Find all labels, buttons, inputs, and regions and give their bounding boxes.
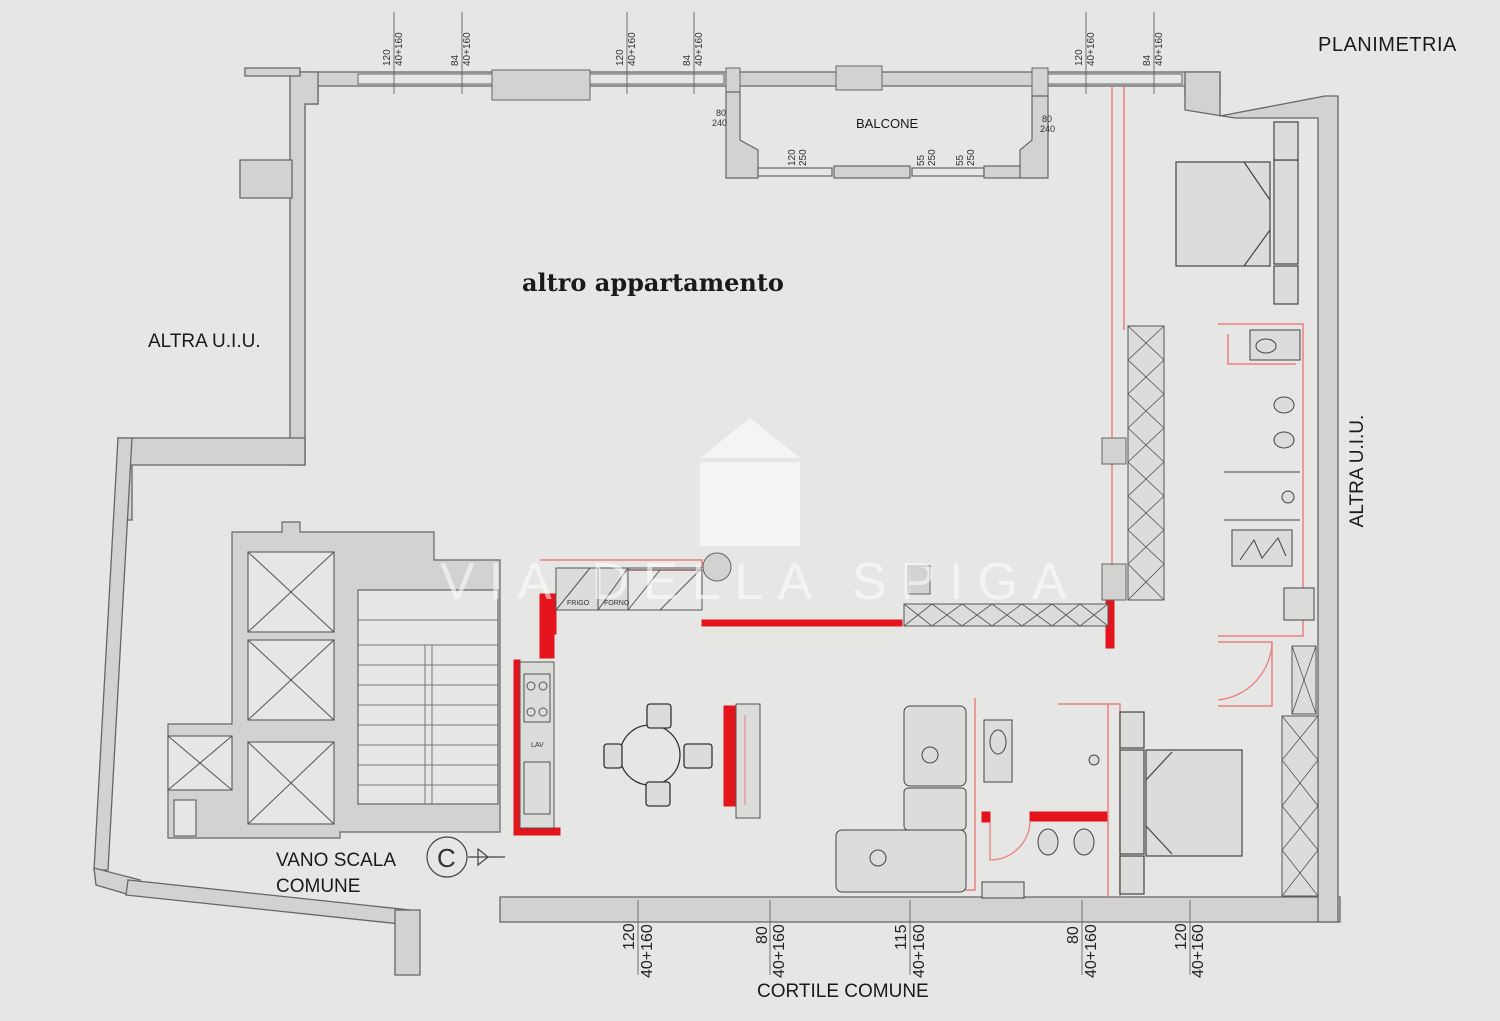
other-unit-left-label: ALTRA U.I.U. <box>148 331 261 352</box>
other-unit-right-label: ALTRA U.I.U. <box>1347 414 1368 528</box>
balcony <box>725 91 1049 179</box>
dim-top-6a: 84 <box>1142 54 1153 66</box>
bed-top <box>1175 121 1299 305</box>
dim-bal-3a: 55 <box>955 154 966 166</box>
dim-bal-right-a: 80 <box>1042 114 1053 124</box>
kitchen <box>519 567 702 829</box>
dim-bal-left-a: 80 <box>716 108 727 118</box>
bathroom-top <box>1224 329 1315 621</box>
compass-letter: C <box>437 843 456 873</box>
dim-bot-1b: 40+160 <box>639 924 656 978</box>
dim-bot-2a: 80 <box>754 926 771 944</box>
dim-bal-1a: 120 <box>787 149 798 166</box>
dim-lines <box>393 12 1191 975</box>
plan-title: PLANIMETRIA <box>1318 34 1457 56</box>
shaft-crosses <box>167 551 335 825</box>
common-courtyard-label: CORTILE COMUNE <box>757 981 929 1002</box>
dim-top-1b: 40+160 <box>394 32 405 66</box>
dim-bot-2b: 40+160 <box>771 924 788 978</box>
compass-marker <box>426 836 505 878</box>
dim-top-6b: 40+160 <box>1154 32 1165 66</box>
dim-bot-5a: 120 <box>1173 923 1190 950</box>
dim-bal-3b: 250 <box>966 149 977 166</box>
column <box>702 552 732 582</box>
sink-label: LAV <box>531 742 544 749</box>
dim-top-2b: 40+160 <box>462 32 473 66</box>
dim-top-3a: 120 <box>615 49 626 66</box>
bathroom-bottom <box>981 719 1100 899</box>
oven-label: FORNO <box>604 600 630 607</box>
door-swings <box>989 641 1273 861</box>
dim-top-3b: 40+160 <box>627 32 638 66</box>
dim-bot-5b: 40+160 <box>1190 924 1207 978</box>
common-stair-label: VANO SCALA COMUNE <box>276 850 397 897</box>
dim-top-4b: 40+160 <box>694 32 705 66</box>
dim-bot-3b: 40+160 <box>911 924 928 978</box>
top-windows <box>357 65 1183 101</box>
bed-bottom <box>1119 711 1243 895</box>
dim-bal-1b: 250 <box>798 149 809 166</box>
dim-bot-1a: 120 <box>621 923 638 950</box>
watermark-house <box>700 418 800 546</box>
new-walls <box>513 593 1115 836</box>
dim-top-5a: 120 <box>1074 49 1085 66</box>
pillars <box>907 437 1127 601</box>
dim-bal-2a: 55 <box>916 154 927 166</box>
dining-table <box>603 703 713 807</box>
sofa <box>835 705 967 893</box>
dim-top-5b: 40+160 <box>1086 32 1097 66</box>
dim-bal-left-b: 240 <box>712 118 728 128</box>
stair-treads <box>358 619 498 804</box>
dim-bot-4a: 80 <box>1065 926 1082 944</box>
dim-top-2a: 84 <box>450 54 461 66</box>
dim-bot-4b: 40+160 <box>1083 924 1100 978</box>
dim-bot-3a: 115 <box>893 924 910 950</box>
tv-unit <box>735 703 761 819</box>
wardrobe-crosses <box>903 325 1319 897</box>
kitchen-cabinets <box>627 569 703 611</box>
dim-top-4a: 84 <box>682 54 693 66</box>
other-apartment-label: altro appartamento <box>522 268 784 297</box>
balcony-label: BALCONE <box>856 116 919 131</box>
new-wall-outlines <box>540 86 1304 897</box>
dim-top-1a: 120 <box>382 49 393 66</box>
fridge-label: FRIGO <box>567 600 590 607</box>
dim-bal-2b: 250 <box>927 149 938 166</box>
dim-bal-right-b: 240 <box>1040 124 1056 134</box>
wardrobes <box>903 325 1319 897</box>
watermark-text: VIA DELLA SPIGA <box>440 553 1081 611</box>
outer-walls <box>93 67 1341 976</box>
